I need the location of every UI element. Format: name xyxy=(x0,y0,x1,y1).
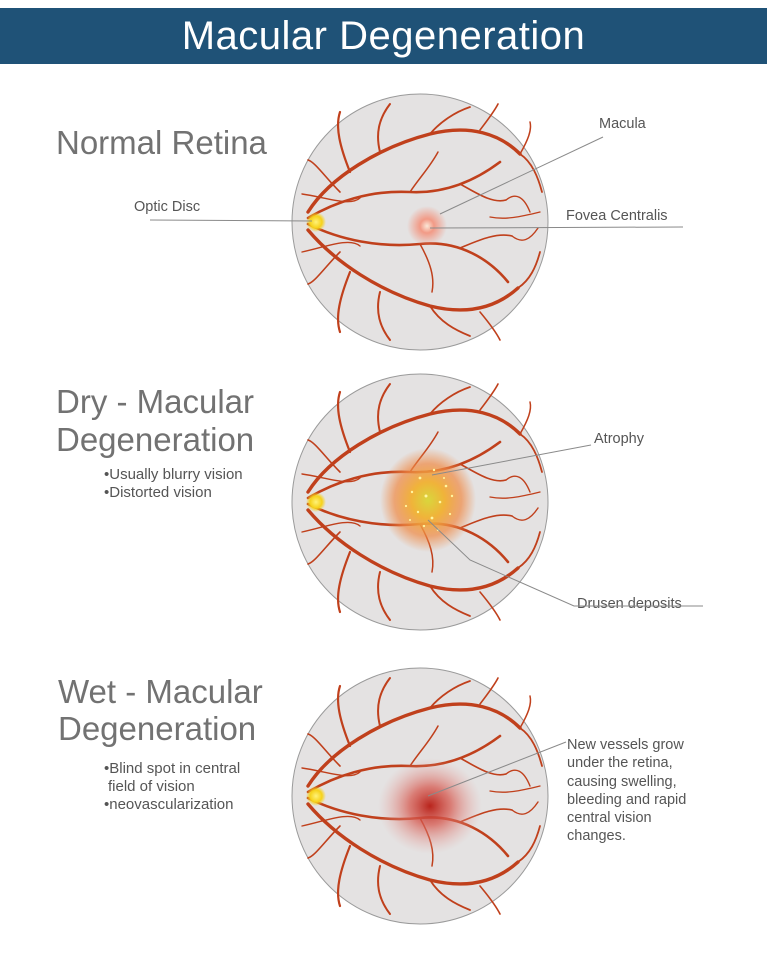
optic-disc-icon xyxy=(306,786,326,806)
dry-symptom: •Usually blurry vision xyxy=(104,466,243,483)
normal-retina-title: Normal Retina xyxy=(56,124,267,161)
fovea-centralis-label: Fovea Centralis xyxy=(566,208,668,224)
drusen-dots xyxy=(404,468,454,532)
wet-symptom: •Blind spot in central xyxy=(104,760,241,777)
wet-description-line: causing swelling, xyxy=(567,773,677,790)
page-title: Macular Degeneration xyxy=(181,13,586,58)
dry-symptom: •Distorted vision xyxy=(104,484,212,501)
normal-retina xyxy=(291,93,549,351)
dry-title-line1: Dry - Macular xyxy=(56,383,255,420)
wet-description: New vessels grow under the retina, causi… xyxy=(567,736,747,846)
wet-symptoms-list: •Blind spot in central field of vision •… xyxy=(104,760,240,814)
macula-label: Macula xyxy=(599,116,646,132)
title-banner: Macular Degeneration xyxy=(0,8,767,64)
wet-title-line2: Degeneration xyxy=(58,710,257,747)
wet-description-line: central vision xyxy=(567,810,652,827)
dry-retina xyxy=(291,373,549,631)
wet-symptom: •neovascularization xyxy=(104,796,234,813)
atrophy-area xyxy=(380,448,476,552)
wet-symptom: field of vision xyxy=(108,778,195,795)
dry-symptoms-list: •Usually blurry vision •Distorted vision xyxy=(104,466,243,502)
wet-description-line: New vessels grow xyxy=(567,737,684,753)
hemorrhage-area xyxy=(378,758,482,854)
leader-lines xyxy=(149,136,703,797)
optic-disc-label: Optic Disc xyxy=(134,199,201,215)
optic-disc-icon xyxy=(306,212,326,232)
dry-title-line2: Degeneration xyxy=(56,421,255,458)
atrophy-label: Atrophy xyxy=(594,431,644,447)
wet-description-line: changes. xyxy=(567,828,626,845)
wet-retina xyxy=(291,667,549,925)
drusen-label: Drusen deposits xyxy=(577,596,682,612)
wet-description-line: bleeding and rapid xyxy=(567,791,687,808)
macula-spot xyxy=(407,206,447,246)
wet-description-line: under the retina, xyxy=(567,755,673,772)
optic-disc-icon xyxy=(306,492,326,512)
wet-title-line1: Wet - Macular xyxy=(58,673,263,710)
